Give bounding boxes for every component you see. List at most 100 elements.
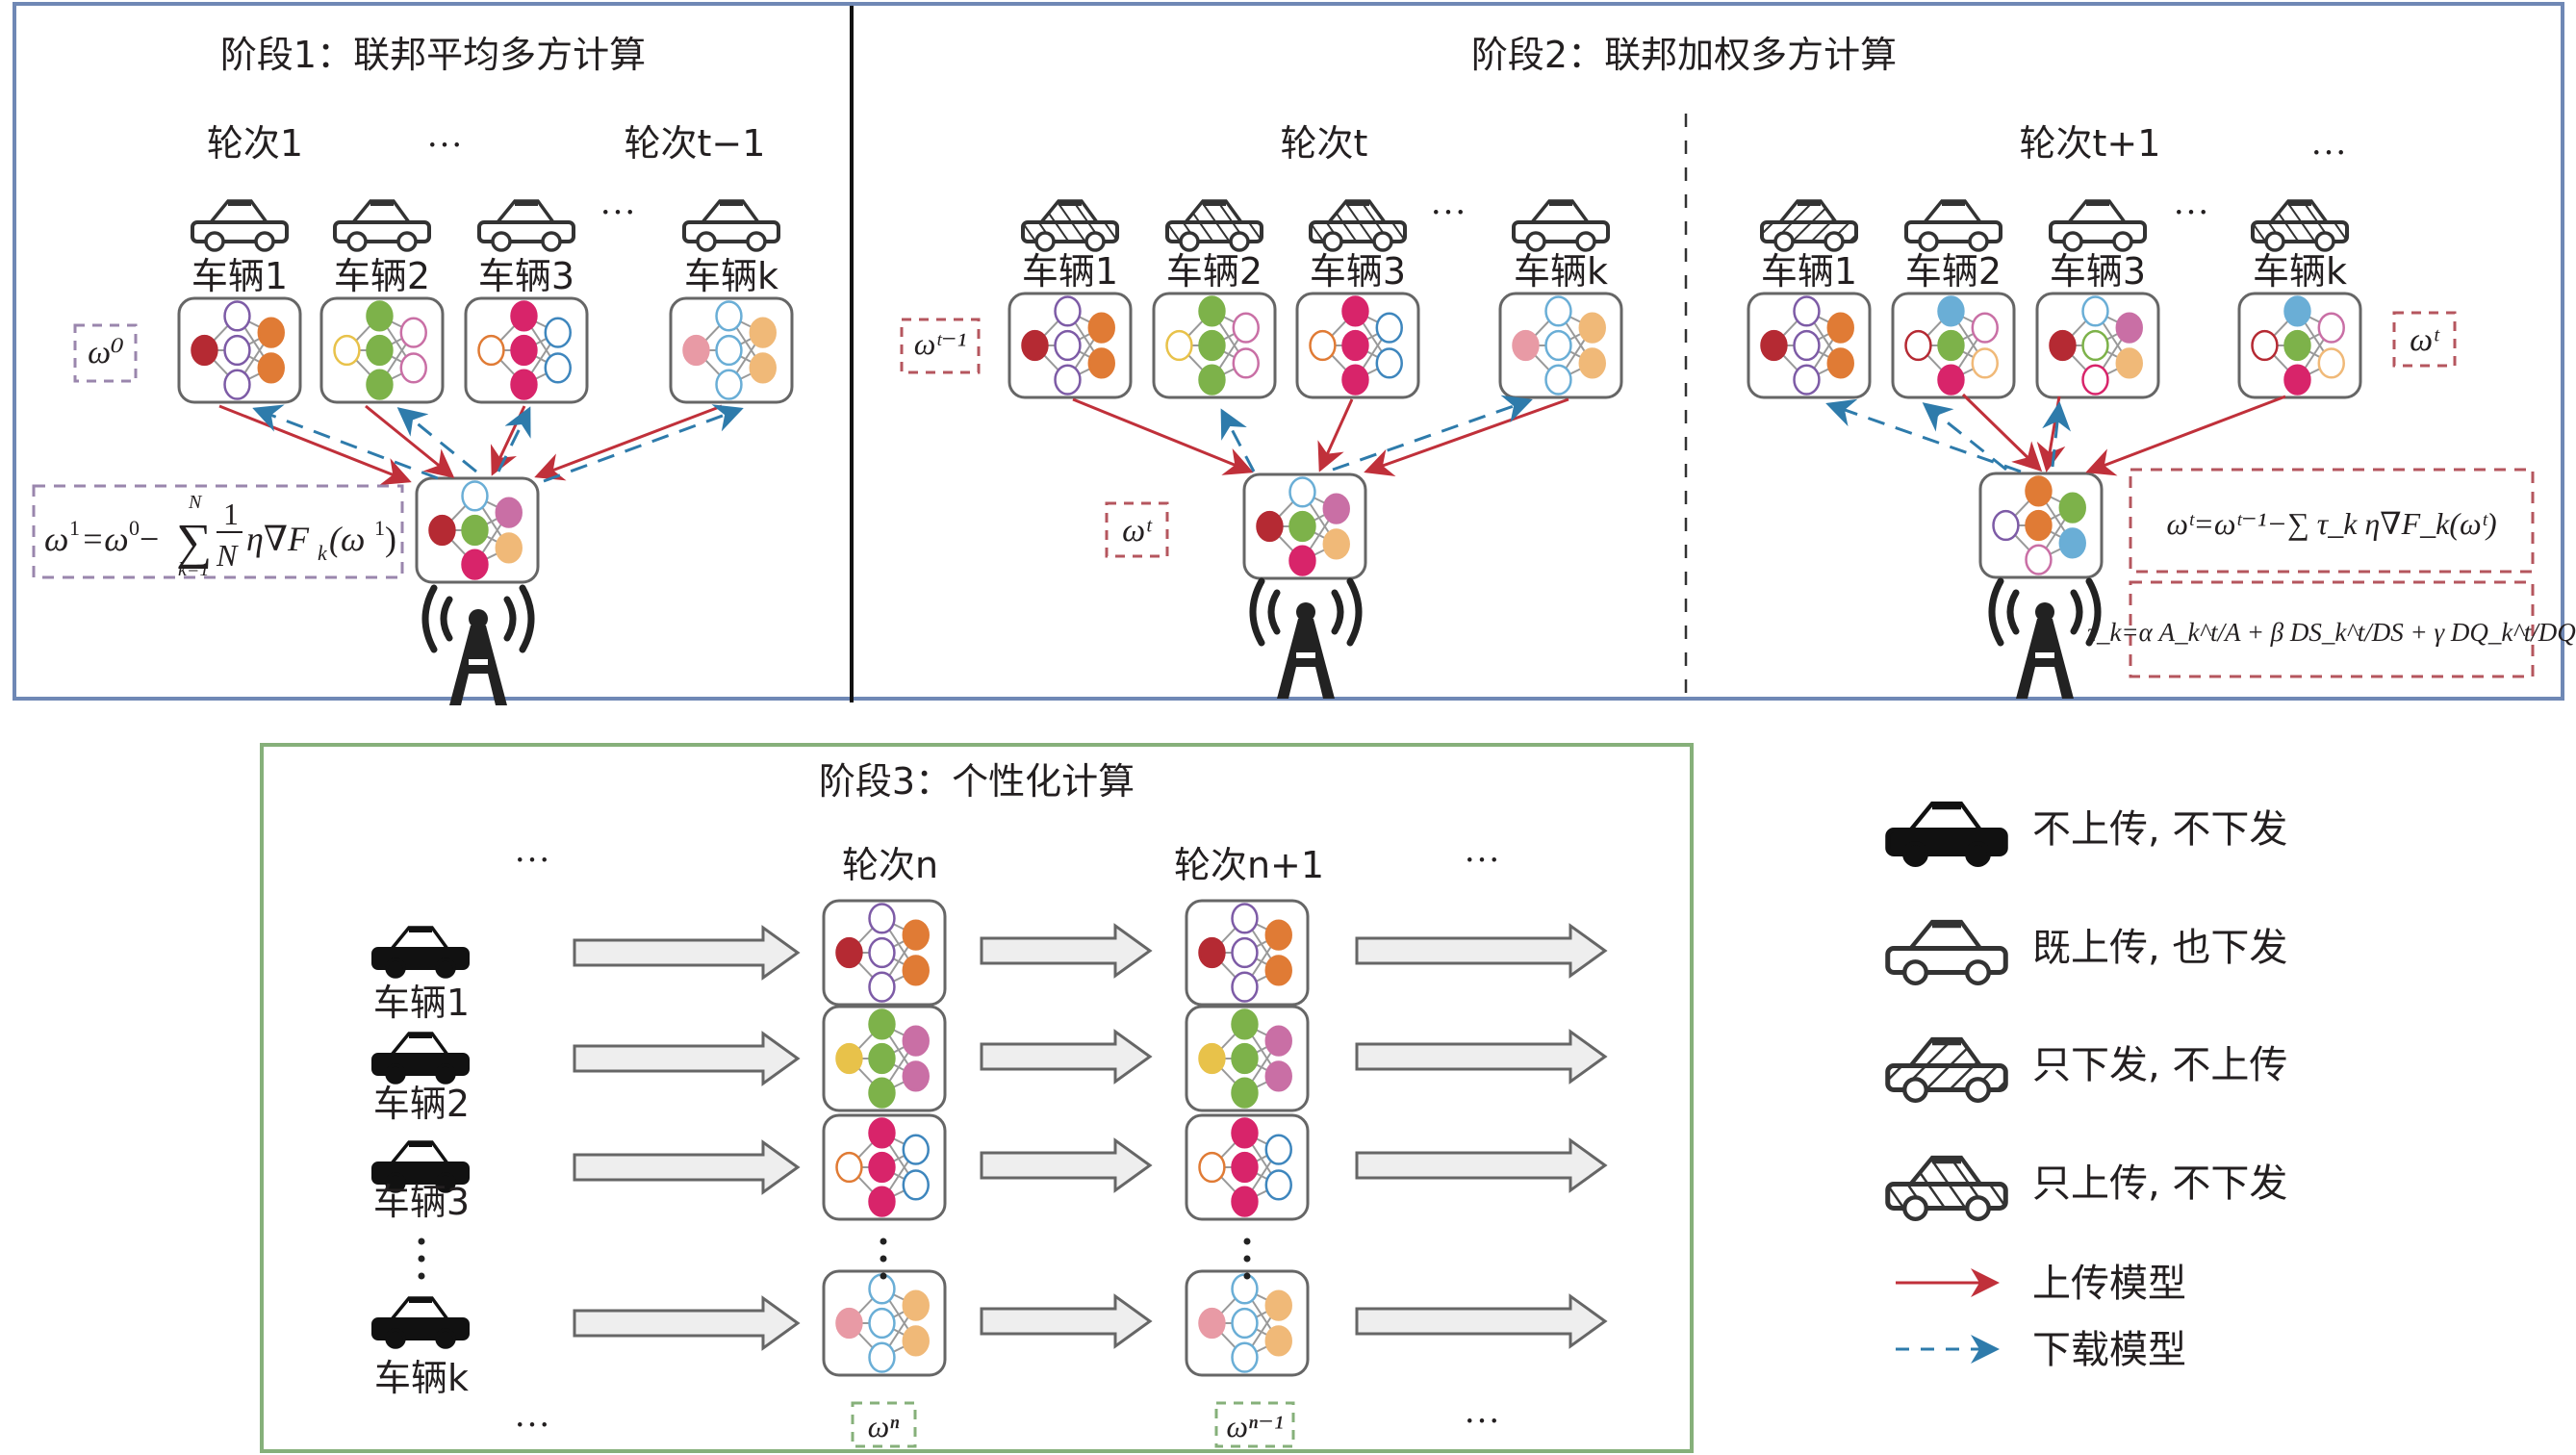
car-icon-both — [1904, 199, 2002, 252]
hidden-node — [366, 369, 394, 400]
vehicle-label: 车辆1 — [1761, 250, 1857, 293]
stage3-weight-box-n1: ωⁿ⁻¹ — [1214, 1401, 1295, 1448]
car-icon-both — [1885, 919, 2008, 985]
formula-frac-den: N — [216, 538, 239, 573]
hidden-node — [1288, 545, 1316, 576]
hidden-node — [1231, 936, 1259, 969]
download-arrow — [1332, 395, 1533, 472]
hidden-node — [868, 1341, 896, 1373]
output-node — [2058, 492, 2086, 523]
neural-network-icon — [1185, 1269, 1310, 1377]
output-node — [1826, 312, 1854, 344]
legend-label: 只上传, 不下发 — [2032, 1161, 2287, 1206]
input-node — [1198, 1042, 1226, 1075]
output-node — [902, 1134, 930, 1165]
hidden-node — [1231, 1151, 1259, 1184]
flow-arrow — [980, 1137, 1153, 1193]
hidden-node — [1231, 903, 1259, 934]
neural-network-icon — [2035, 292, 2160, 399]
stage1-weight-box: ω⁰ — [73, 323, 138, 383]
car-icon-both — [477, 199, 575, 252]
flow-arrow — [980, 1029, 1153, 1085]
vehicle-label: 车辆k — [1514, 250, 1608, 293]
car-icon-none — [371, 1296, 470, 1349]
neural-network-icon — [1152, 292, 1277, 399]
hidden-node — [223, 300, 251, 332]
legend-label: 不上传, 不下发 — [2032, 807, 2287, 852]
legend-item-upload: 上传模型 — [1896, 1262, 2186, 1306]
output-node — [2115, 312, 2143, 344]
stage2-round-ellipsis: … — [2310, 122, 2347, 163]
vertical-ellipsis-icon — [880, 1272, 887, 1280]
input-node — [333, 334, 361, 367]
input-node — [1904, 329, 1932, 362]
legend-item-both: 既上传, 也下发 — [1885, 919, 2287, 985]
input-node — [2251, 329, 2279, 362]
download-arrow — [543, 404, 744, 483]
output-node — [902, 955, 930, 986]
car-icon-none — [1885, 801, 2008, 867]
output-node — [1264, 1134, 1292, 1165]
legend-item-none: 不上传, 不下发 — [1885, 801, 2287, 867]
vehicle-label: 车辆2 — [1905, 250, 2002, 293]
vertical-ellipsis-icon — [418, 1255, 425, 1263]
legend-label: 上传模型 — [2032, 1262, 2186, 1306]
neural-network-icon — [1007, 292, 1133, 399]
upload-arrow — [2085, 395, 2286, 476]
weight-label: ωᵗ — [2410, 322, 2440, 358]
upload-arrow — [218, 404, 412, 486]
input-node — [835, 1151, 863, 1184]
input-node — [2049, 329, 2077, 362]
input-node — [1760, 329, 1788, 362]
hidden-node — [510, 300, 538, 332]
output-node — [1971, 312, 1999, 344]
neural-network-icon — [464, 296, 589, 404]
upload-arrow — [365, 404, 455, 478]
vertical-ellipsis-icon — [1243, 1255, 1251, 1263]
stage2-weight-box-server: ωᵗ — [1105, 501, 1169, 558]
vehicle-label: 车辆1 — [191, 255, 288, 297]
formula-sup: 0 — [129, 516, 140, 540]
input-node — [1256, 510, 1284, 543]
hidden-node — [868, 1117, 896, 1149]
output-node — [1232, 312, 1260, 344]
stage2-formula-aggregate: ωᵗ=ωᵗ⁻¹−∑ τ_k η∇F_k(ωᵗ) — [2129, 468, 2535, 574]
car-icon-none — [371, 1032, 470, 1085]
hidden-node — [1937, 295, 1965, 327]
download-arrow — [1825, 398, 2022, 473]
neural-network-icon — [1185, 1113, 1310, 1221]
vertical-ellipsis-icon — [880, 1238, 887, 1245]
car-icon-download_only — [1885, 1036, 2008, 1103]
output-node — [1264, 1169, 1292, 1201]
formula-frac-num: 1 — [223, 497, 239, 531]
neural-network-icon — [319, 296, 445, 404]
stage3-ellipsis-bottom-right: … — [1464, 1391, 1500, 1431]
output-node — [1264, 1325, 1292, 1357]
stage3-round-n-label: 轮次n — [842, 844, 938, 886]
output-node — [1264, 1289, 1292, 1321]
output-node — [1322, 528, 1350, 560]
neural-network-icon — [822, 899, 947, 1007]
stage1-title: 阶段1：联邦平均多方计算 — [220, 34, 646, 76]
car-icon-none — [371, 926, 470, 979]
upload-arrow — [490, 405, 526, 476]
hidden-node — [461, 514, 489, 547]
weight-label: ωᵗ⁻¹ — [914, 326, 966, 361]
output-node — [902, 1289, 930, 1321]
output-node — [399, 317, 427, 348]
neural-network-icon — [1185, 899, 1310, 1007]
output-node — [1264, 1060, 1292, 1092]
legend-item-download: 下载模型 — [1896, 1328, 2186, 1372]
hidden-node — [510, 334, 538, 367]
stage2-weight-box-prev: ωᵗ⁻¹ — [900, 318, 981, 374]
formula-sub: k — [318, 541, 328, 565]
input-node — [1198, 1307, 1226, 1340]
stage1-formula: ω 1 =ω 0 − ∑ N k=1 1 N η∇F k (ω 1 ) — [32, 484, 404, 580]
stage3-ellipsis-right: … — [1464, 830, 1500, 870]
neural-network-icon — [2237, 292, 2362, 399]
cell-tower-icon — [1988, 577, 2102, 699]
hidden-node — [868, 1077, 896, 1109]
neural-network-icon — [415, 476, 540, 584]
output-node — [1264, 1025, 1292, 1057]
vehicle-ellipsis: … — [1430, 182, 1467, 222]
